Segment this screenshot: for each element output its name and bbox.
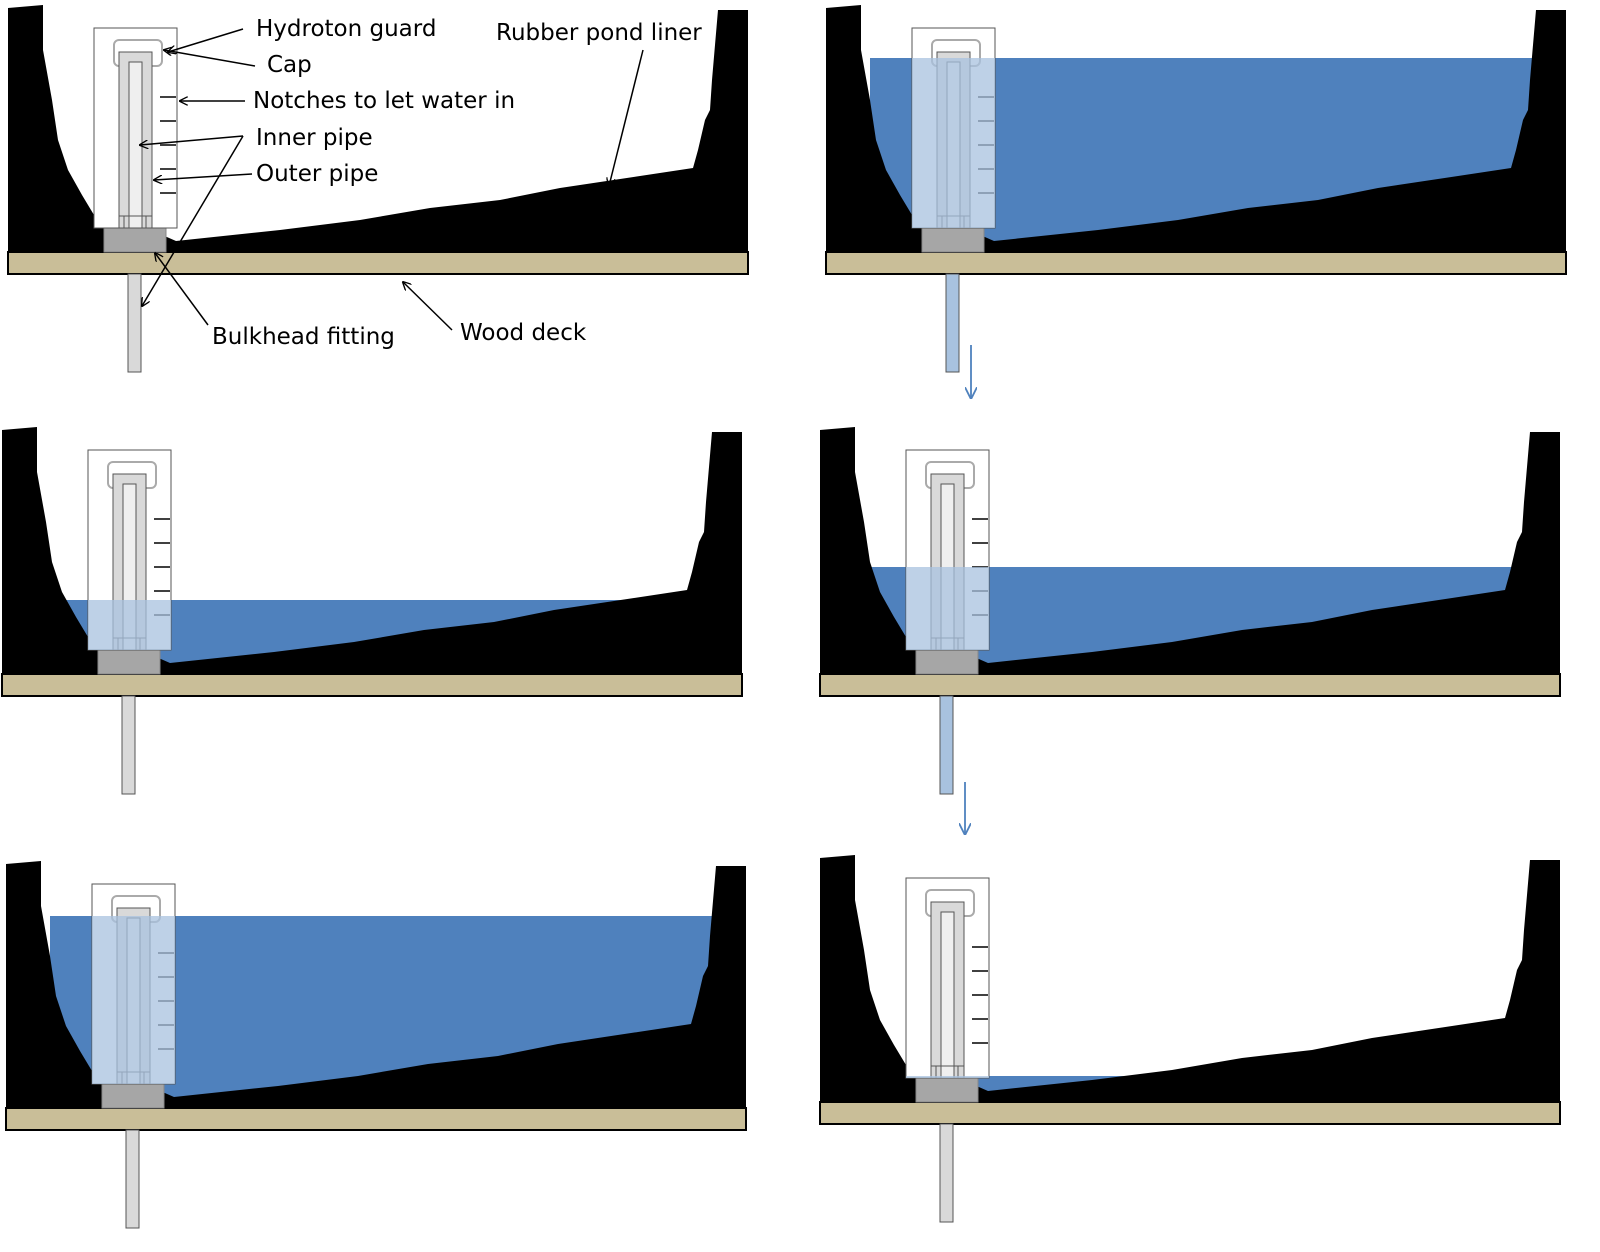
pond-liner [2, 427, 742, 674]
wood-deck [819, 1101, 1561, 1125]
panel-top-left [7, 5, 749, 373]
wood-deck [819, 673, 1561, 697]
label-bulkhead-fitting: Bulkhead fitting [212, 324, 395, 350]
panel-middle-left [1, 427, 743, 795]
label-pond-liner: Rubber pond liner [496, 20, 702, 46]
pond-liner [820, 427, 1560, 674]
notch-marks [972, 946, 988, 1044]
label-hydroton-guard: Hydroton guard [256, 16, 436, 42]
drain-pipe [121, 695, 136, 795]
wood-deck [7, 251, 749, 275]
guard-water [912, 58, 995, 228]
guard-water [906, 1076, 989, 1078]
guard-water [92, 916, 175, 1084]
drain-pipe [939, 1123, 954, 1223]
annotations: Hydroton guard Cap Notches to let water … [140, 16, 702, 350]
label-inner-pipe: Inner pipe [256, 125, 373, 151]
panel-middle-right [819, 427, 1561, 795]
guard-water [906, 567, 989, 650]
panel-top-right [825, 5, 1567, 373]
notch-marks [160, 96, 176, 194]
panel-bottom-left [5, 861, 747, 1229]
panel-bottom-right [819, 855, 1561, 1223]
leader-lines [140, 28, 644, 331]
bulkhead-fitting [921, 227, 985, 253]
pond-liner [820, 855, 1560, 1102]
bulkhead-fitting [103, 227, 167, 253]
pond-liner [6, 861, 746, 1108]
inner-pipe [940, 911, 955, 1079]
bulkhead-fitting [97, 649, 161, 675]
bulkhead-fitting [915, 649, 979, 675]
bulkhead-fitting [915, 1077, 979, 1103]
drain-pipe [125, 1129, 140, 1229]
label-wood-deck: Wood deck [460, 320, 587, 346]
bulkhead-fitting [101, 1083, 165, 1109]
wood-deck [1, 673, 743, 697]
pond-liner [826, 5, 1566, 252]
wood-deck [5, 1107, 747, 1131]
label-notches: Notches to let water in [253, 88, 515, 114]
guard-water [88, 600, 171, 650]
label-outer-pipe: Outer pipe [256, 161, 378, 187]
wood-deck [825, 251, 1567, 275]
label-cap: Cap [267, 52, 312, 78]
drain-pipe [945, 273, 960, 373]
drain-pipe [939, 695, 954, 795]
drain-pipe [127, 273, 142, 373]
pond-liner [8, 5, 748, 252]
